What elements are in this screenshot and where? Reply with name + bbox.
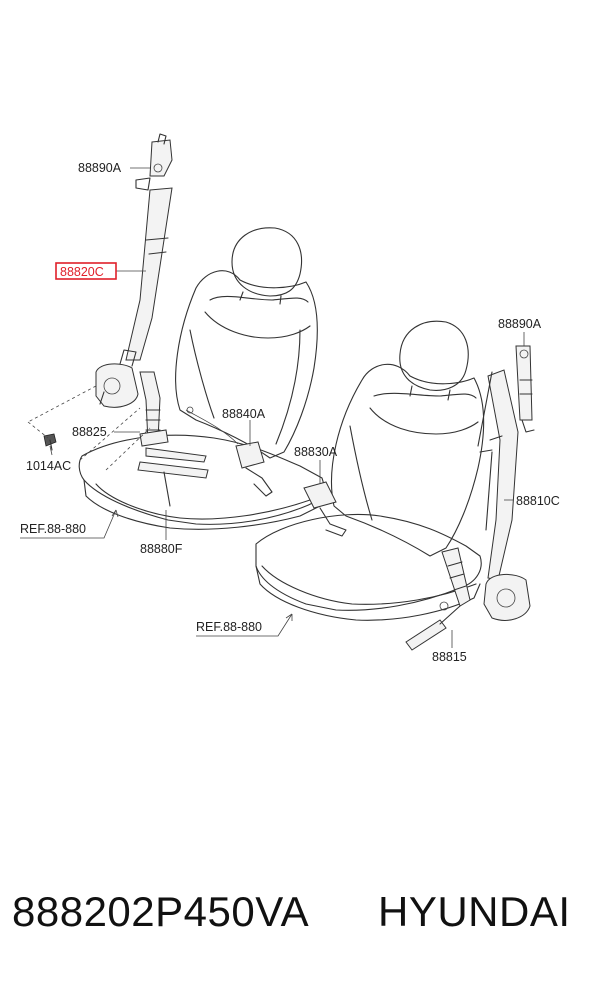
label-ref-right: REF.88-880	[196, 620, 262, 634]
label-88825: 88825	[72, 425, 107, 439]
callout-lines	[20, 167, 525, 648]
seat-belt-parts-diagram: 88890A 88820C 88890A 1014AC 88825 88840A…	[20, 133, 560, 664]
highlight-box	[55, 262, 117, 280]
label-88880f: 88880F	[140, 542, 183, 556]
brand-name: HYUNDAI	[378, 888, 571, 935]
label-ref-left: REF.88-880	[20, 522, 86, 536]
label-88830a: 88830A	[294, 445, 338, 459]
part-number: 888202P450VA	[12, 888, 310, 935]
label-88890a-left: 88890A	[78, 161, 122, 175]
label-1014ac: 1014AC	[26, 459, 71, 473]
left-seat-drawing	[27, 133, 324, 530]
right-seat-drawing	[255, 320, 535, 651]
label-88840a: 88840A	[222, 407, 266, 421]
label-88890a-right: 88890A	[498, 317, 542, 331]
label-88810c: 88810C	[516, 494, 560, 508]
label-88820c: 88820C	[60, 265, 104, 279]
label-88815: 88815	[432, 650, 467, 664]
